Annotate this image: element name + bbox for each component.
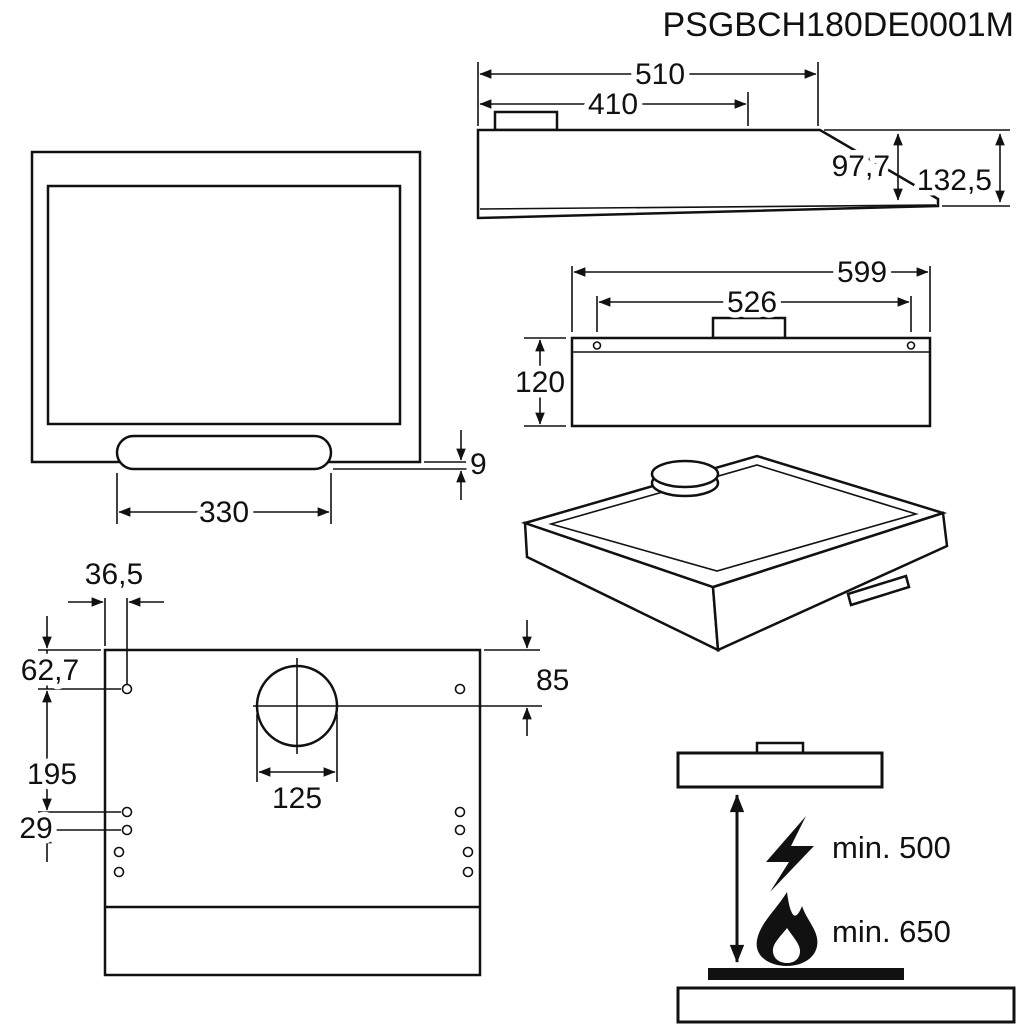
dim-label-125: 125 (272, 782, 322, 815)
dim-label-510: 510 (635, 58, 685, 91)
hood-side-bottom-line (479, 204, 937, 210)
dim-label-526: 526 (727, 286, 777, 319)
duct-spigot (493, 110, 559, 132)
duct-cylinder-top (650, 459, 720, 489)
side-view: 510 410 97,7 132,5 (476, 53, 1010, 220)
dim-label-97-7: 97,7 (832, 150, 890, 183)
counter-bar (676, 986, 1016, 1024)
model-number: PSGBCH180DE0001M (662, 6, 1014, 44)
mounting-hole (906, 341, 916, 350)
isometric-view (520, 454, 949, 653)
flame-icon (756, 892, 818, 966)
dim-label-29: 29 (19, 812, 52, 845)
dim-label-132-5: 132,5 (917, 164, 992, 197)
dim-label-330: 330 (199, 496, 249, 529)
hood-handle-bar (115, 434, 333, 471)
screw-hole (121, 824, 133, 836)
dim-label-410: 410 (588, 88, 638, 121)
dim-label-85: 85 (536, 664, 569, 697)
mounting-hole (592, 341, 602, 350)
clearance-label-gas: min. 650 (832, 914, 951, 949)
duct-spigot (711, 316, 787, 340)
control-panel (846, 574, 911, 607)
screw-hole (454, 683, 466, 695)
screw-hole (113, 846, 125, 858)
screw-hole (121, 683, 133, 695)
lightning-icon (766, 816, 814, 892)
screw-hole (454, 824, 466, 836)
rear-view: 599 526 120 (509, 251, 932, 428)
mounting-template: 36,5 62,7 195 29 125 85 (14, 553, 575, 977)
hood-front-inner-panel (46, 184, 402, 426)
dim-label-599: 599 (837, 256, 887, 289)
screw-hole (454, 806, 466, 818)
dim-label-120: 120 (515, 366, 565, 399)
hob-surface-bar (708, 968, 904, 980)
dim-label-195: 195 (27, 758, 77, 791)
screw-hole (121, 806, 133, 818)
screw-hole (462, 846, 474, 858)
dim-label-36-5: 36,5 (85, 558, 143, 591)
screw-hole (462, 866, 474, 878)
screw-hole (113, 866, 125, 878)
clearance-view: min. 500 min. 650 (676, 741, 1016, 1024)
front-face-view: 330 9 (30, 150, 492, 535)
hood-body-bar (676, 751, 884, 789)
hood-side-outline (476, 128, 940, 220)
clearance-label-electric: min. 500 (832, 830, 951, 865)
dim-label-62-7: 62,7 (21, 654, 79, 687)
dim-label-9: 9 (470, 448, 487, 481)
